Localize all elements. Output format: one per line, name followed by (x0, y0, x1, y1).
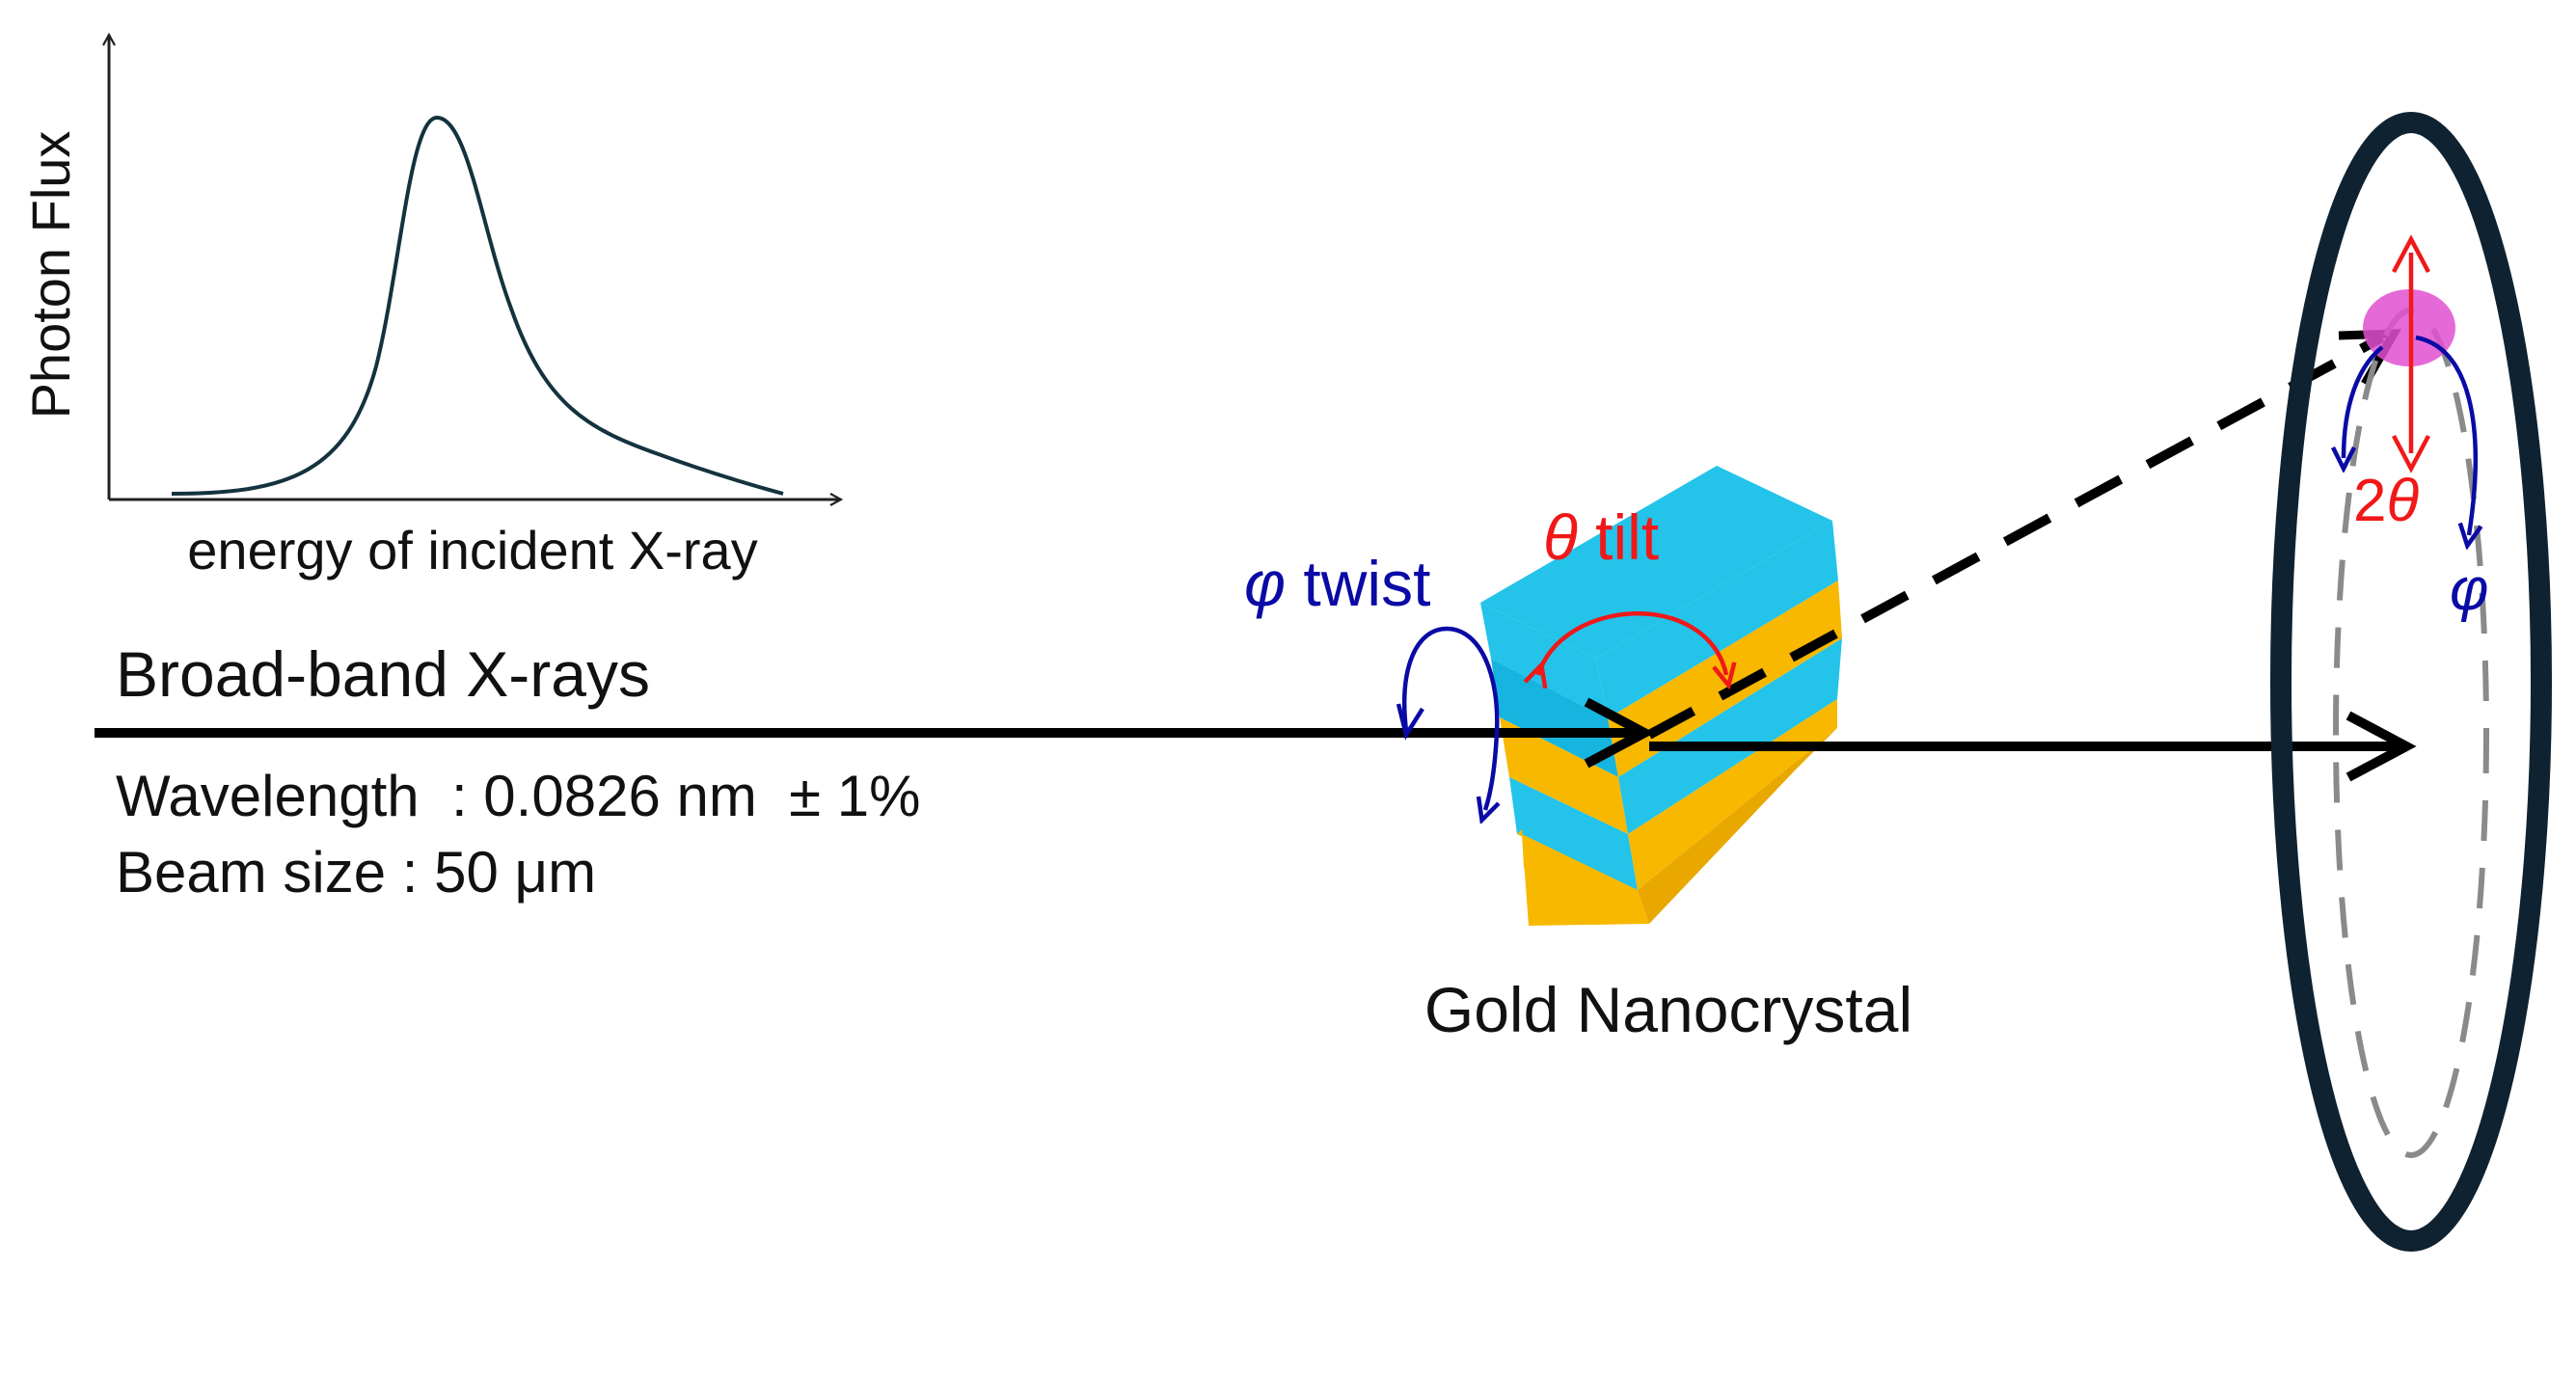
spectrum-inset: Photon Flux energy of incident X-ray (20, 35, 841, 580)
spectrum-curve (171, 115, 784, 496)
phi-twist-rotation: φ twist (1244, 548, 1497, 810)
diffracted-beam (1646, 333, 2385, 740)
beam-size: Beam size : 50 μm (116, 840, 596, 904)
two-theta-arrow-top (2392, 234, 2430, 274)
detector-ring (2270, 112, 2552, 1252)
theta-tilt-label: θ tilt (1543, 501, 1659, 573)
crystal-right-layer-3 (1618, 638, 1842, 834)
beam-wavelength: Wavelength : 0.0826 nm ± 1% (116, 764, 921, 828)
theta-tilt-word: tilt (1578, 501, 1659, 573)
two-theta-arrow-bottom (2392, 434, 2430, 473)
phi-twist-arrow (1402, 626, 1497, 810)
detector: 2θ φ (2270, 112, 2552, 1252)
theta-tilt-rotation: θ tilt (1538, 501, 1726, 675)
phi-twist-symbol: φ (1244, 548, 1286, 619)
phi-twist-word: twist (1286, 548, 1430, 619)
crystal-label: Gold Nanocrystal (1424, 974, 1912, 1045)
gold-nanocrystal: Gold Nanocrystal (1424, 466, 1912, 1045)
spectrum-y-label: Photon Flux (20, 131, 81, 419)
crystal-front-layer-3 (1500, 717, 1628, 834)
crystal-top-face (1480, 466, 1832, 659)
two-theta-prefix: 2 (2353, 468, 2386, 534)
beam-title: Broad-band X-rays (116, 638, 650, 710)
phi-twist-arrow-start (1396, 703, 1424, 741)
transmitted-beam-arrowhead (2346, 711, 2417, 782)
two-theta-symbol: θ (2386, 468, 2419, 534)
two-theta-label: 2θ (2353, 468, 2419, 534)
crystal-front-bottom (1522, 834, 1649, 926)
phi-azimuth-arrow (2415, 335, 2476, 535)
phi-azimuth-arrow-left (2344, 345, 2384, 458)
theta-tilt-arrow (1538, 610, 1726, 675)
crystal-right-layer-5 (1638, 728, 1837, 924)
crystal-front-layer-4 (1509, 777, 1638, 890)
theta-tilt-symbol: θ (1543, 501, 1578, 573)
phi-azimuth-label: φ (2450, 556, 2488, 623)
incident-beam-arrowhead (1584, 697, 1655, 769)
phi-twist-label: φ twist (1244, 548, 1430, 619)
spectrum-x-label: energy of incident X-ray (187, 520, 757, 580)
crystal-front-layer-2 (1491, 659, 1618, 777)
